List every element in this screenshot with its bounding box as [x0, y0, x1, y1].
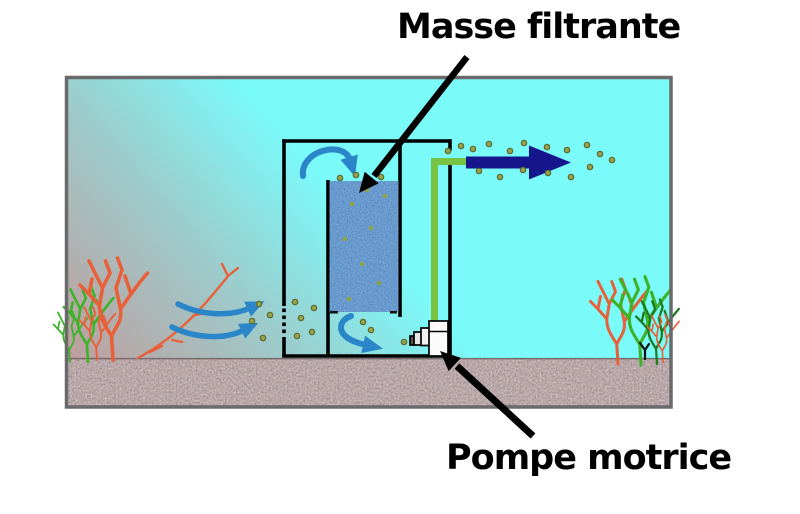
- bubble: [248, 317, 256, 325]
- bubble: [596, 150, 604, 158]
- bubble: [308, 328, 316, 336]
- flow-arrow-under-media: [337, 313, 383, 354]
- flow-arrow-over-baffle: [299, 146, 358, 179]
- intake-flow-arrow-upper: [175, 301, 265, 317]
- bubble: [506, 147, 514, 155]
- filter-media: [329, 181, 399, 314]
- intake-flow-arrow-lower: [169, 322, 259, 340]
- plants-right: [589, 275, 680, 367]
- flow-arrows: [169, 146, 383, 354]
- intake-slot: [282, 315, 286, 320]
- bubble: [543, 143, 551, 151]
- media-dot: [382, 193, 388, 199]
- bubble: [475, 167, 483, 175]
- bubble: [519, 166, 527, 174]
- filter-media-pointer-arrow: [359, 54, 470, 193]
- pump: [409, 320, 449, 357]
- bubble: [266, 311, 274, 319]
- bubble: [457, 142, 465, 150]
- bubble: [485, 140, 493, 148]
- bubble: [310, 304, 318, 312]
- bubble: [255, 300, 263, 308]
- bubble: [293, 332, 301, 340]
- bubble: [352, 171, 360, 179]
- label-filter-media: Masse filtrante: [397, 7, 681, 47]
- tank-frame: [64, 75, 673, 409]
- media-dot: [346, 296, 352, 302]
- bubble: [608, 156, 616, 164]
- bubble: [544, 169, 552, 177]
- bubble: [496, 173, 504, 181]
- pointer-shaft: [371, 54, 470, 179]
- pointer-head: [359, 171, 379, 193]
- bubble: [259, 334, 267, 342]
- pump-pointer-arrow: [440, 351, 536, 439]
- bubble: [291, 298, 299, 306]
- bubble: [520, 139, 528, 147]
- bubble: [377, 173, 385, 181]
- bubble: [336, 174, 344, 182]
- bubble: [400, 338, 408, 346]
- bubble: [563, 146, 571, 154]
- gravel-texture: [68, 358, 670, 406]
- intake-slots: [282, 308, 286, 334]
- media-dot: [368, 225, 374, 231]
- bubbles: [248, 139, 616, 346]
- bubble: [297, 314, 305, 322]
- media-dot: [342, 236, 348, 242]
- annotation-arrows: [359, 54, 536, 439]
- bubble: [583, 141, 591, 149]
- outlet-pipe: [431, 158, 466, 322]
- intake-slot: [282, 322, 286, 327]
- media-dots: [342, 187, 388, 302]
- media-dot: [376, 280, 382, 286]
- filter-media-texture: [329, 181, 399, 312]
- bubble: [444, 147, 452, 155]
- media-dot: [349, 201, 355, 207]
- pump-body: [428, 320, 449, 357]
- bubble: [367, 326, 375, 334]
- media-dot: [359, 261, 365, 267]
- pointer-shaft: [454, 363, 536, 439]
- bubble: [359, 318, 367, 326]
- label-pump: Pompe motrice: [446, 438, 732, 478]
- bubble: [567, 173, 575, 181]
- bubble: [469, 145, 477, 153]
- outlet-flow-arrow: [466, 145, 571, 180]
- plant-silhouette: [638, 341, 651, 361]
- gravel-substrate: [68, 357, 670, 406]
- intake-slot: [282, 329, 286, 334]
- intake-slot: [282, 308, 286, 313]
- bubble: [586, 163, 594, 171]
- pointer-head: [440, 351, 461, 372]
- filter-box: [282, 139, 452, 358]
